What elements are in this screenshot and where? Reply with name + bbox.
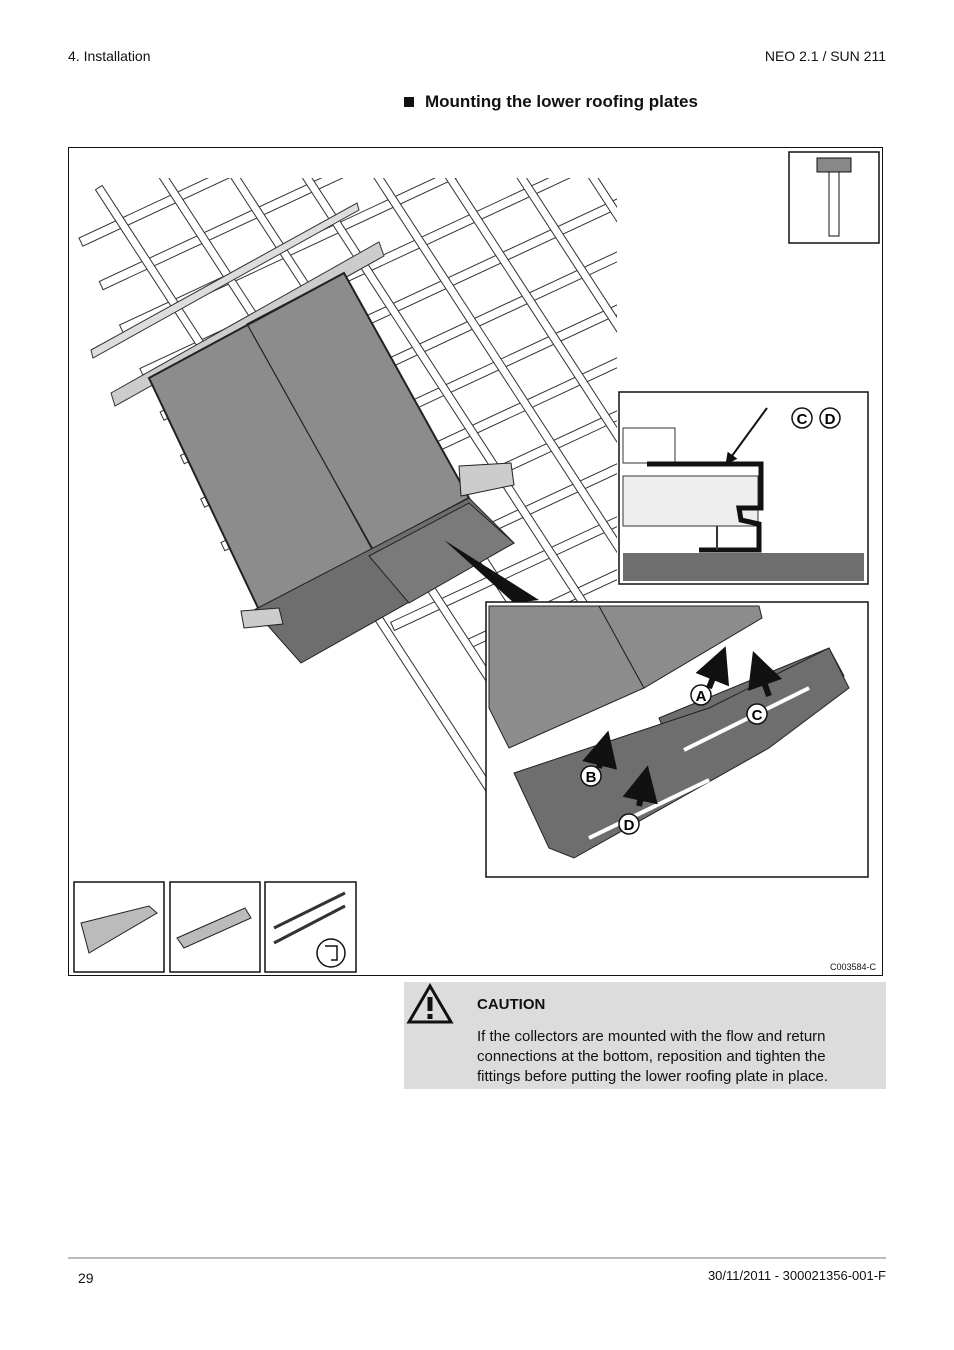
tool-box [788,151,880,244]
detail-box-profile: C D [618,391,869,585]
lower-roofing-plates [240,462,515,664]
section-heading: Mounting the lower roofing plates [404,92,698,112]
callout-cd-d: D [825,411,836,428]
roof-illustration: C D A B C D [73,151,880,973]
document-reference: 30/11/2011 - 300021356-001-F [707,1268,886,1283]
detail-box-plates: A B C D [485,601,869,878]
caution-box: CAUTION If the collectors are mounted wi… [404,982,886,1089]
page-number: 29 [78,1270,94,1286]
callout-d: D [624,817,635,834]
parts-boxes [73,881,357,973]
bullet-square-icon [404,97,414,107]
callout-cd-c: C [797,411,808,428]
caution-text: If the collectors are mounted with the f… [477,1028,829,1085]
figure-code: C003584-C [829,962,876,972]
installation-figure: C D A B C D [68,147,883,976]
solar-collectors [147,271,471,612]
footer-divider [68,1257,886,1259]
zoom-pointer [444,540,539,603]
callout-c: C [752,707,763,724]
callout-b: B [586,769,597,786]
callout-a: A [696,688,707,705]
section-title: Mounting the lower roofing plates [425,92,698,111]
warning-triangle-icon [406,983,454,1024]
header-chapter: 4. Installation [68,48,151,64]
caution-title: CAUTION [477,996,546,1013]
header-product: NEO 2.1 / SUN 211 [764,48,886,64]
